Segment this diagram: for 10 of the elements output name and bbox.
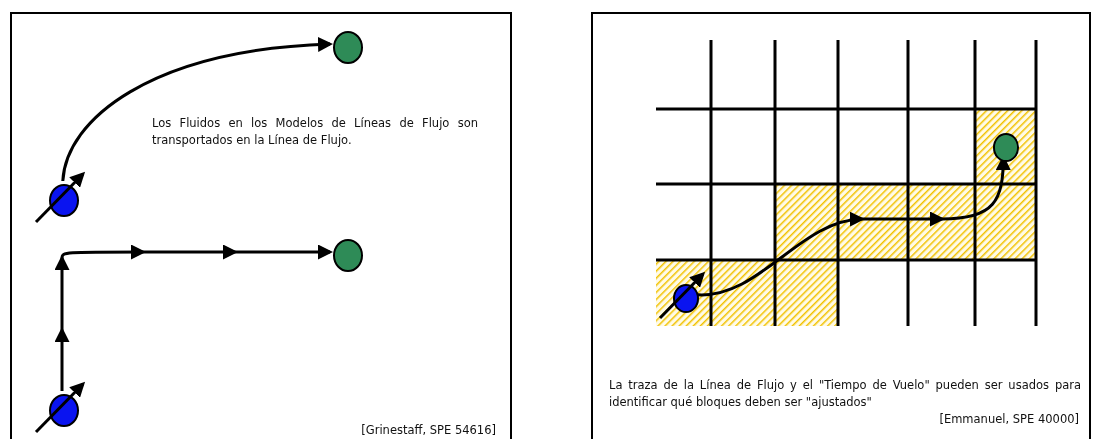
circle-marker (333, 31, 363, 64)
caption-text: La traza de la Línea de Flujo y el "Tiempo de Vuelo" pueden ser usados para identificar qué bloques deben ser "ajustados" (609, 377, 1081, 411)
flow-arrow (61, 37, 332, 182)
circle-marker (333, 239, 363, 272)
caption-text: Los Fluidos en los Modelos de Líneas de Flujo son transportados en la Línea de Flujo. (152, 115, 478, 149)
figure-panel (10, 12, 512, 439)
figure-panel (591, 12, 1091, 439)
flow-arrow (55, 245, 332, 391)
citation-text: [Grinestaff, SPE 54616] (361, 422, 496, 439)
citation-text: [Emmanuel, SPE 40000] (939, 411, 1079, 428)
